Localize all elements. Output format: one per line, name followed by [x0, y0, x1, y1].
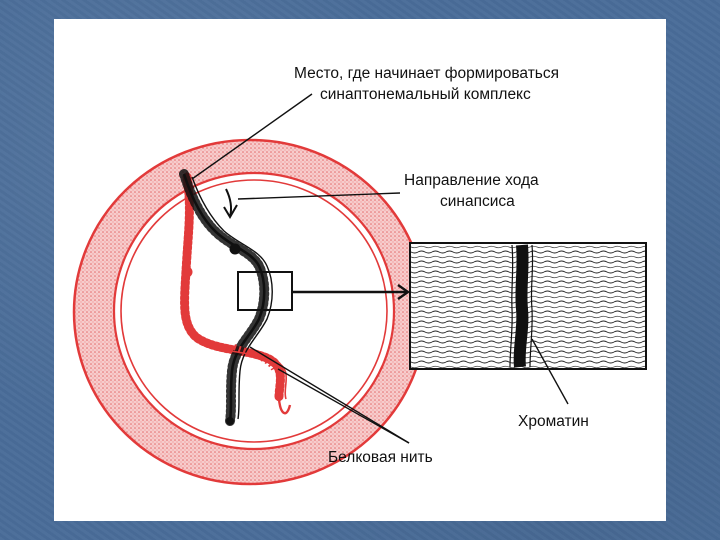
label-synaptonemal-start-line1: Место, где начинает формироваться	[294, 65, 559, 83]
label-synapsis-direction-line2: синапсиса	[440, 193, 515, 211]
magnified-inset	[410, 243, 646, 369]
label-synapsis-direction-line1: Направление хода	[404, 172, 539, 190]
nucleus	[74, 140, 426, 484]
label-protein-thread: Белковая нить	[328, 449, 433, 467]
slide-card: Место, где начинает формироваться синапт…	[54, 19, 666, 521]
label-chromatin: Хроматин	[518, 413, 589, 431]
label-synaptonemal-start-line2: синаптонемальный комплекс	[320, 86, 531, 104]
